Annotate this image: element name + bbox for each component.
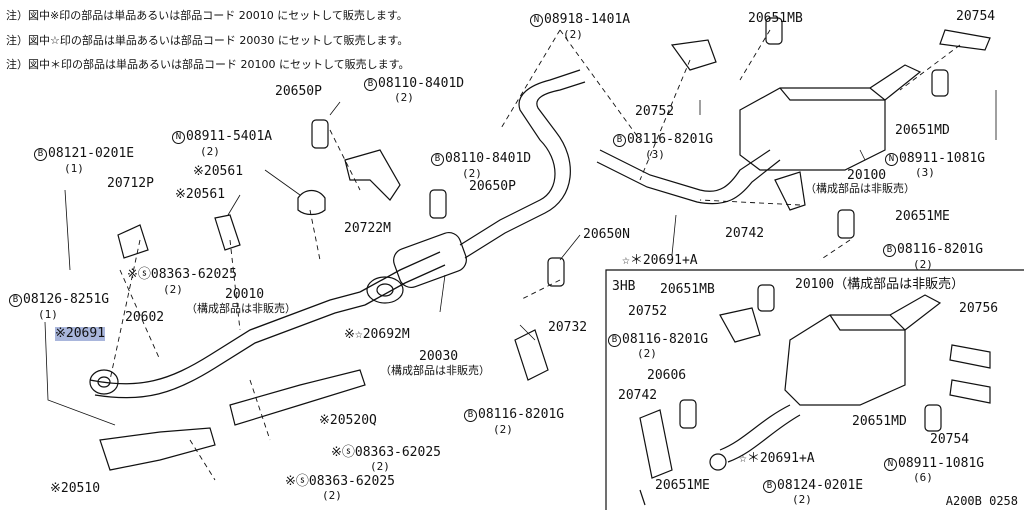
note-hollow-star-20030: 注）図中☆印の部品は単品あるいは部品コード 20030 にセットして販売します。	[6, 34, 409, 47]
inset-qty-b08124: (2)	[792, 493, 812, 506]
label-s08363c[interactable]: ※ⓢ08363-62025	[285, 474, 395, 489]
label-20732[interactable]: 20732	[548, 320, 588, 335]
note-star-20010: 注）図中※印の部品は単品あるいは部品コード 20010 にセットして販売します。	[6, 9, 408, 22]
qty-s08363b: (2)	[370, 460, 390, 473]
qty-s08363c: (2)	[322, 489, 342, 502]
inset-label-20651ME[interactable]: 20651ME	[655, 478, 710, 493]
inset-qty-n08911: (6)	[913, 471, 933, 484]
inset-label-20754[interactable]: 20754	[930, 432, 970, 447]
qty-n08911: (2)	[200, 145, 220, 158]
label-20650N[interactable]: 20650N	[583, 227, 630, 242]
circle-b-icon: B	[608, 334, 621, 347]
label-20010[interactable]: 20010	[225, 287, 265, 302]
label-20100[interactable]: 20100	[847, 168, 887, 183]
inset-title: 3HB	[612, 279, 636, 294]
sub-20100: （構成部品は非販売）	[805, 182, 915, 195]
label-20510[interactable]: ※20510	[50, 481, 101, 496]
label-20691-highlighted[interactable]: ※20691	[55, 326, 106, 341]
circle-b-icon: B	[431, 153, 444, 166]
circle-n-icon: N	[172, 131, 185, 144]
circle-n-icon: N	[884, 458, 897, 471]
qty-n08918: (2)	[563, 28, 583, 41]
qty-b08110a: (2)	[394, 91, 414, 104]
sub-20010: （構成部品は非販売）	[186, 302, 296, 315]
circle-b-icon: B	[34, 148, 47, 161]
sub-20030: （構成部品は非販売）	[380, 364, 490, 377]
inset-label-20606[interactable]: 20606	[647, 368, 687, 383]
circle-n-icon: N	[885, 153, 898, 166]
circle-n-icon: N	[530, 14, 543, 27]
inset-label-20756[interactable]: 20756	[959, 301, 999, 316]
label-20691A-top[interactable]: ☆＊20691+A	[622, 253, 698, 268]
qty-b08116-bot: (2)	[493, 423, 513, 436]
qty-n08911b: (3)	[915, 166, 935, 179]
inset-label-20651MB[interactable]: 20651MB	[660, 282, 715, 297]
circle-b-icon: B	[9, 294, 22, 307]
qty-b08116-top: (3)	[645, 148, 665, 161]
circle-b-icon: B	[464, 409, 477, 422]
label-20752-top[interactable]: 20752	[635, 104, 675, 119]
inset-label-20100[interactable]: 20100（構成部品は非販売）	[795, 277, 965, 292]
qty-b08110b: (2)	[462, 167, 482, 180]
label-20602[interactable]: 20602	[125, 310, 165, 325]
label-20712P[interactable]: 20712P	[107, 176, 154, 191]
circle-b-icon: B	[364, 78, 377, 91]
label-20651MD-top[interactable]: 20651MD	[895, 123, 950, 138]
label-20722M[interactable]: 20722M	[344, 221, 391, 236]
qty-b08116-r: (2)	[913, 258, 933, 271]
label-20030[interactable]: 20030	[419, 349, 459, 364]
circle-b-icon: B	[763, 480, 776, 493]
inset-qty-b08116: (2)	[637, 347, 657, 360]
label-20520Q[interactable]: ※20520Q	[319, 413, 377, 428]
label-20651MB-top[interactable]: 20651MB	[748, 11, 803, 26]
label-20561-b[interactable]: ※20561	[175, 187, 226, 202]
label-s08363b[interactable]: ※ⓢ08363-62025	[331, 445, 441, 460]
qty-b08126: (1)	[38, 308, 58, 321]
label-20742-top[interactable]: 20742	[725, 226, 765, 241]
label-20561-a[interactable]: ※20561	[193, 164, 244, 179]
inset-label-20742[interactable]: 20742	[618, 388, 658, 403]
note-asterisk-20100: 注）図中＊印の部品は単品あるいは部品コード 20100 にセットして販売します。	[6, 58, 410, 71]
label-s08363a[interactable]: ※ⓢ08363-62025	[127, 267, 237, 282]
circle-b-icon: B	[613, 134, 626, 147]
diagram-code: A200B 0258	[945, 494, 1018, 508]
label-20692M[interactable]: ※☆20692M	[344, 327, 410, 342]
inset-label-20752[interactable]: 20752	[628, 304, 668, 319]
circle-b-icon: B	[883, 244, 896, 257]
label-20650P-a[interactable]: 20650P	[275, 84, 322, 99]
label-20651ME-top[interactable]: 20651ME	[895, 209, 950, 224]
label-20650P-b[interactable]: 20650P	[469, 179, 516, 194]
inset-label-20691A[interactable]: ☆＊20691+A	[739, 451, 815, 466]
qty-s08363a: (2)	[163, 283, 183, 296]
qty-b08121: (1)	[64, 162, 84, 175]
label-20754-top[interactable]: 20754	[956, 9, 996, 24]
inset-label-20651MD[interactable]: 20651MD	[852, 414, 907, 429]
